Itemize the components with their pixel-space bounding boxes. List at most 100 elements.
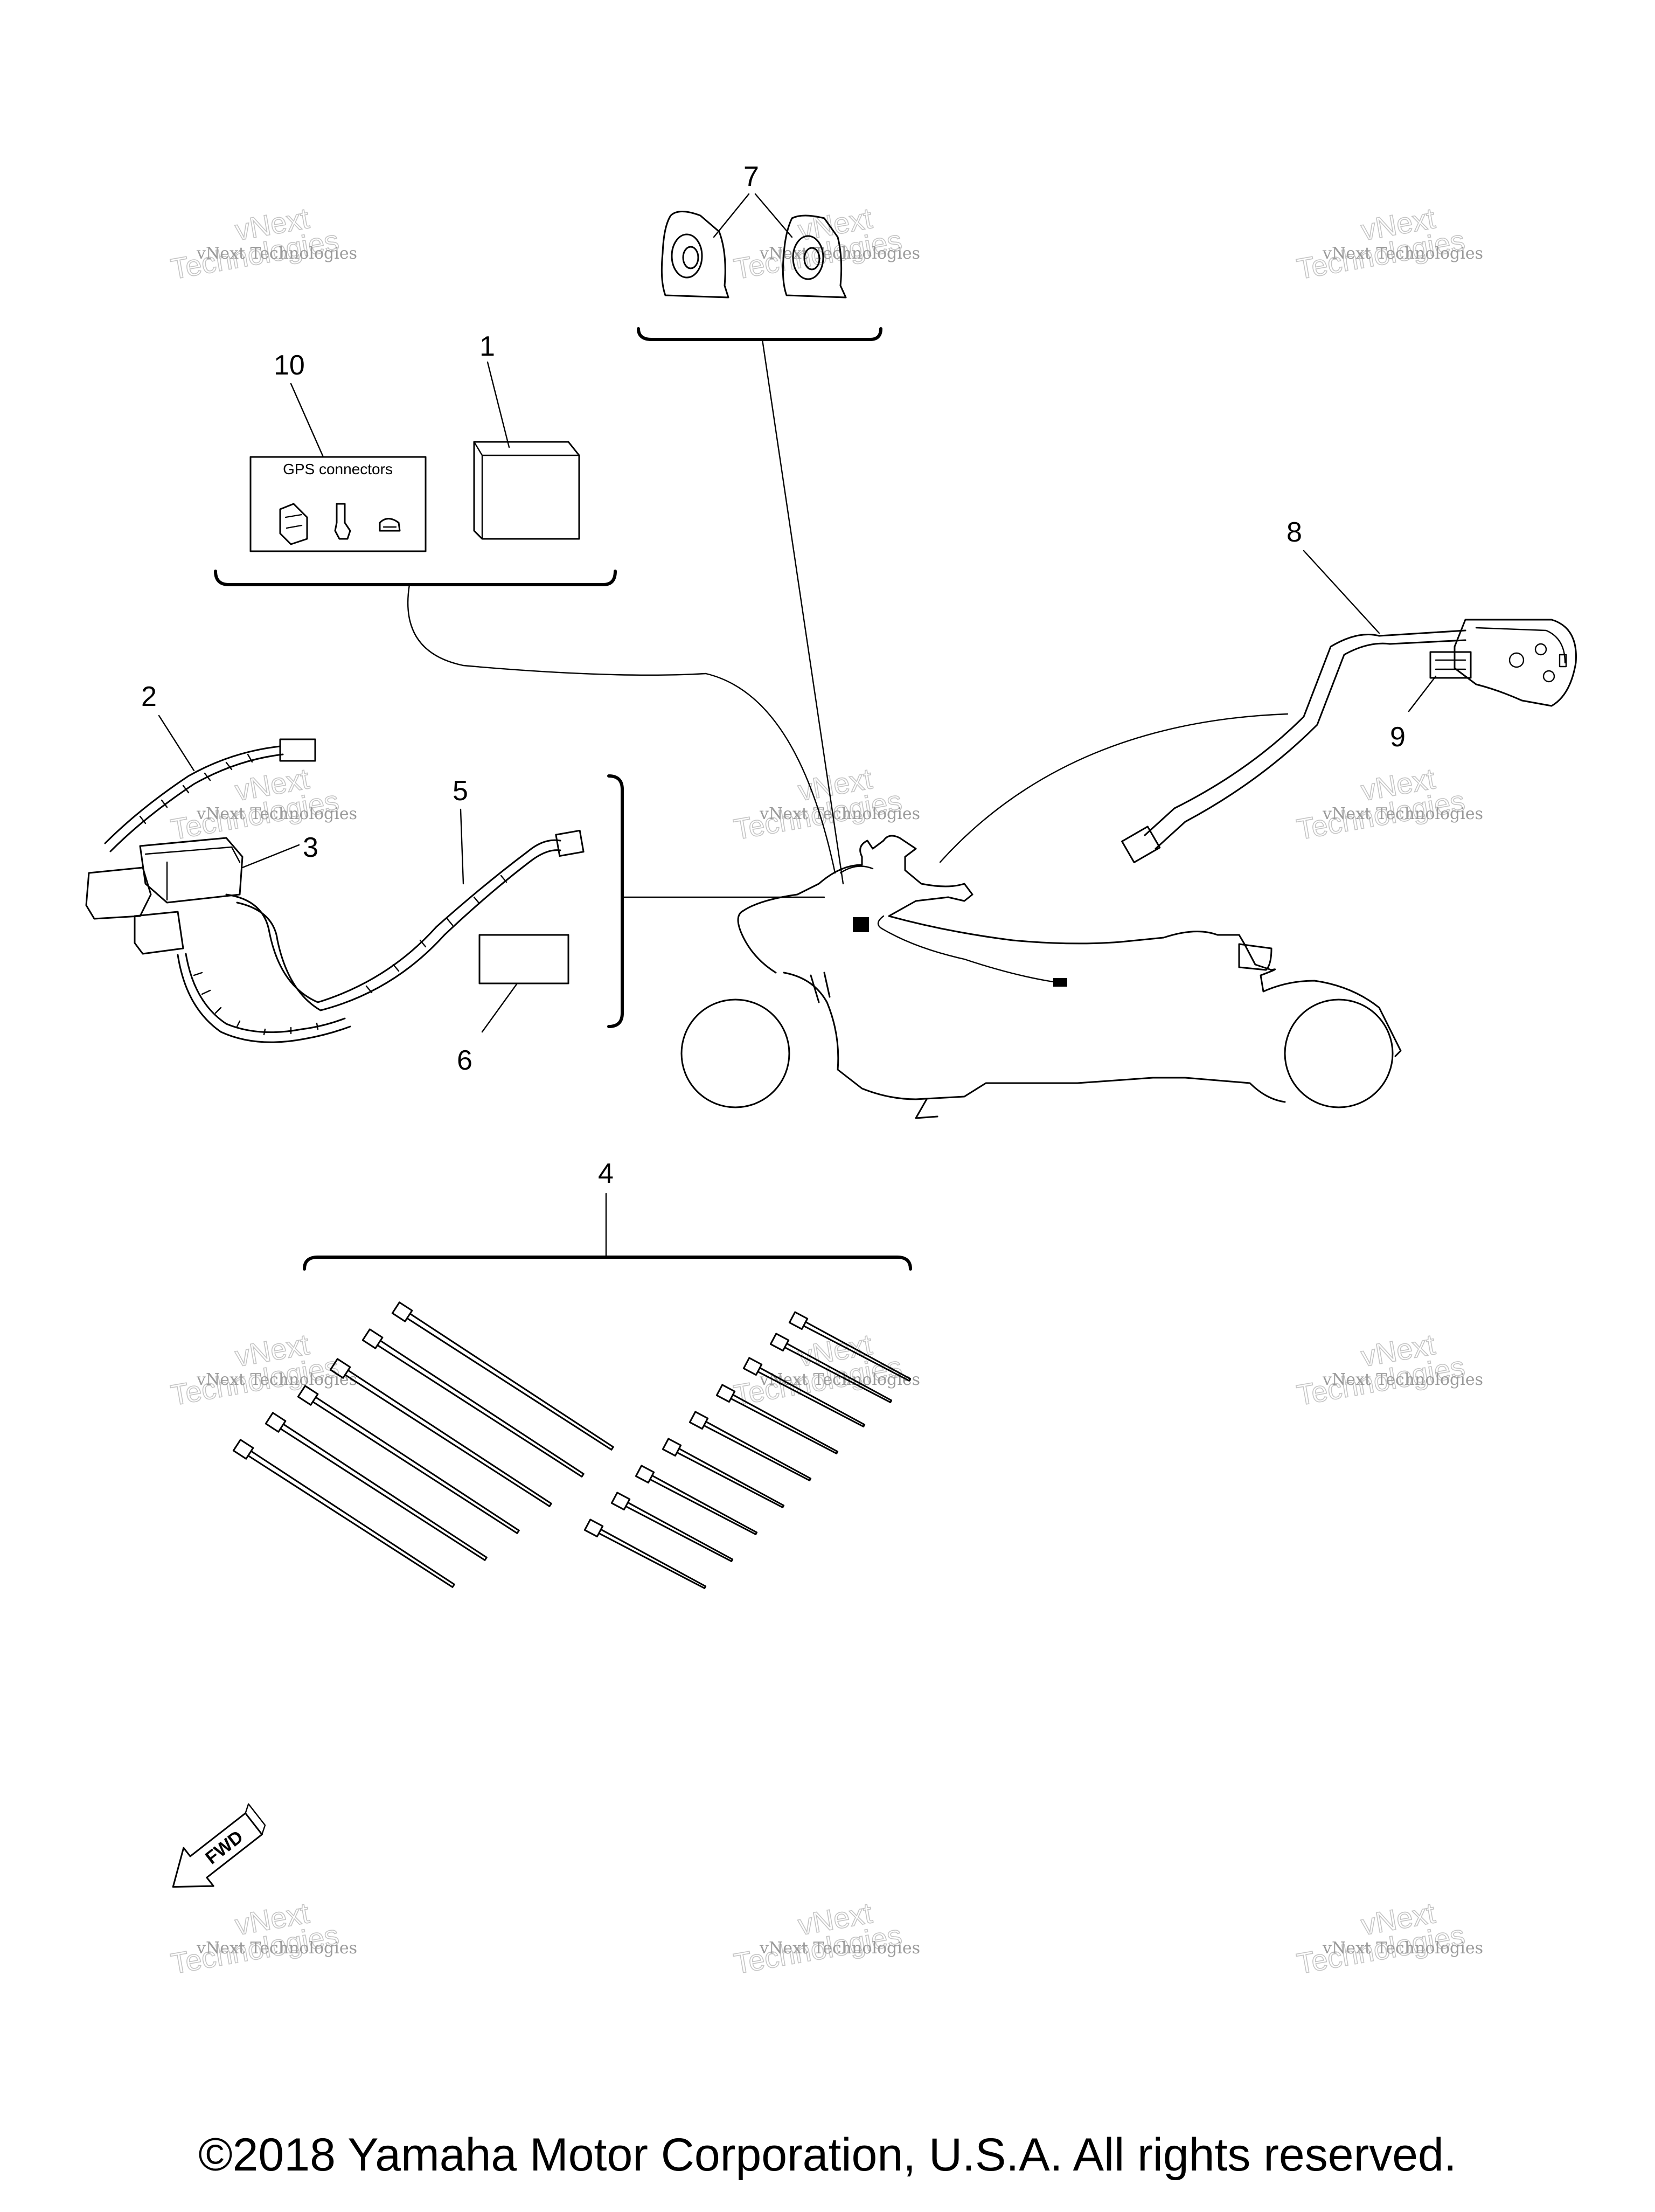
cable-tie-long [391,1301,614,1451]
connector-icon-b [334,503,351,540]
watermark-text: vNext Technologies [1322,244,1483,263]
watermark-text: vNext Technologies [196,805,357,823]
tail-light [1238,943,1272,971]
watermark-4: Technologies vNext vNext Technologies [168,762,357,846]
part-7-speakers: 7 [637,161,882,885]
bike-harness [877,915,1054,983]
bike-harness-block [853,917,869,932]
watermark-text: vNext Technologies [759,1939,920,1958]
watermark-text: vNext Technologies [1322,1939,1483,1958]
leader-line-3 [241,844,300,869]
leader-line-7b [754,193,793,238]
callout-1: 1 [479,331,495,362]
watermark-7: Technologies vNext vNext Technologies [168,1328,357,1412]
front-wheel [680,998,790,1108]
connector-icon-c [379,518,401,532]
bracket-7 [637,327,882,341]
watermark-text: vNext Technologies [1322,1370,1483,1389]
cable-tie-short [715,1384,839,1454]
leader-line-10 [290,383,324,458]
callout-9: 9 [1390,722,1406,753]
watermark-2: Technologies vNext vNext Technologies [731,202,920,286]
fwd-label: FWD [201,1827,247,1869]
fwd-arrow-icon: FWD [172,1803,266,1888]
connector-icon-a [279,503,308,545]
harness-5-connector [555,829,585,857]
cable-tie-short [742,1357,866,1427]
watermark-text: vNext Technologies [196,244,357,263]
watermark-text: vNext Technologies [196,1939,357,1958]
watermark-9: Technologies vNext vNext Technologies [1294,1328,1483,1412]
watermark-1: Technologies vNext vNext Technologies [168,202,357,286]
front-fork [810,972,831,1003]
leader-line-1 [486,361,510,448]
bracket-4 [303,1256,912,1271]
harness-2-connector [279,738,316,762]
watermark-text: vNext Technologies [1322,805,1483,823]
callout-8: 8 [1287,517,1302,548]
callout-5: 5 [453,775,468,807]
cable-tie-short [635,1465,758,1535]
harness-5 [225,829,585,1011]
part-4-cable-ties: 4 [232,1158,912,1589]
speaker-right [782,214,847,299]
watermark-12: Technologies vNext vNext Technologies [1294,1896,1483,1980]
callout-3: 3 [303,832,318,863]
kickstand [915,1098,938,1119]
callout-7: 7 [743,161,759,192]
module-3-side-connector [85,866,152,920]
watermark-text: vNext Technologies [196,1370,357,1389]
gps-connectors-label: GPS connectors [283,461,393,477]
bracket-1-10 [214,570,617,586]
part-1-10-group: 10 GPS connectors 1 [214,331,836,874]
motorcycle-outline [680,835,1402,1119]
cable-tie-short [610,1492,734,1562]
watermark-8: Technologies vNext vNext Technologies [731,1328,920,1412]
cable-tie-short [769,1333,893,1403]
leader-line-5 [460,808,464,885]
watermark-6: Technologies vNext vNext Technologies [1294,762,1483,846]
cable-tie-long [329,1358,552,1507]
harness-2-lower-b [177,954,351,1043]
frame-lower [783,972,1286,1103]
cable-tie-long [232,1439,455,1588]
leader-line-9 [1408,675,1437,712]
leader-1-10-to-bike [407,584,836,874]
cable-tie-long [297,1385,520,1534]
bracket-2-6 [607,774,624,1028]
leader-line-8 [1303,550,1380,634]
part-1-box [473,441,580,540]
leader-line-7a [713,193,750,238]
part-2-3-5-6-group: 2 3 5 6 [85,681,825,1076]
callout-10: 10 [274,350,305,381]
callout-4: 4 [598,1158,614,1189]
harness-2-lower-a [185,953,346,1034]
cable-tie-short [662,1438,785,1508]
part-6-label [478,934,569,984]
copyright-notice: ©2018 Yamaha Motor Corporation, U.S.A. A… [198,2129,1457,2181]
harness-8-line-a [1144,634,1380,836]
cable-tie-short [788,1311,912,1382]
harness-2-wrap [193,972,319,1036]
leader-8-to-bike [939,713,1289,863]
watermark-10: Technologies vNext vNext Technologies [168,1896,357,1980]
harness-2 [104,738,316,852]
harness-8-top [1378,629,1466,645]
cable-tie-long [265,1412,488,1561]
rear-wheel [1284,998,1394,1108]
bike-harness-connector [1053,978,1067,987]
module-3-bottom-connector [134,911,184,955]
watermark-text: vNext Technologies [759,805,920,823]
harness-8-line-b [1155,642,1391,850]
cable-tie-short [689,1411,812,1481]
part-8-9-group: 8 9 [939,517,1577,863]
cable-tie-long [361,1328,585,1478]
watermark-3: Technologies vNext vNext Technologies [1294,202,1483,286]
handlebar-line [839,865,874,874]
leader-line-6 [481,982,518,1033]
leader-7-to-bike [761,338,844,885]
harness-8-connector [1121,826,1161,863]
callout-6: 6 [457,1045,472,1076]
watermark-11: Technologies vNext vNext Technologies [731,1896,920,1980]
